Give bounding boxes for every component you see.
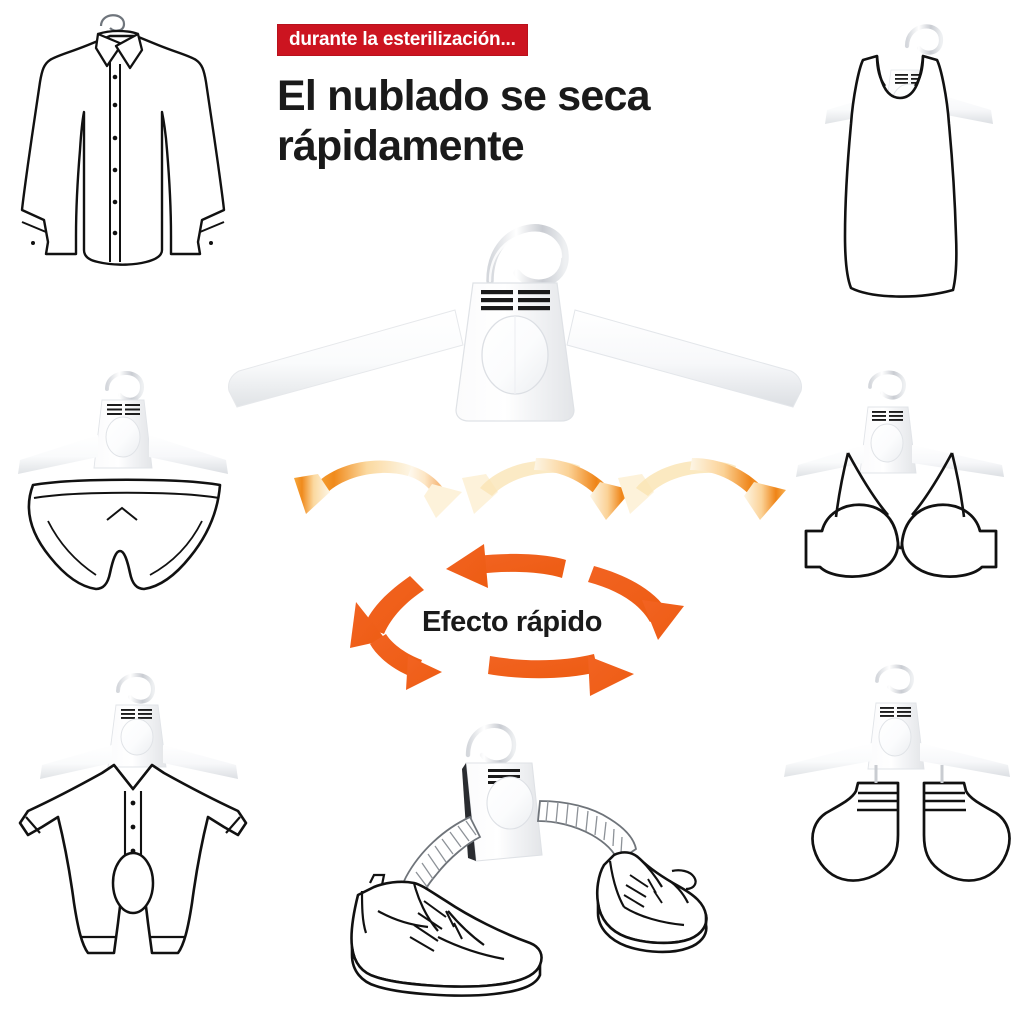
drying-hanger-device (18, 371, 228, 474)
bra-center-gore (896, 542, 904, 550)
sneaker-right-details (608, 858, 697, 927)
vent-grille (481, 290, 550, 311)
tank-dress-illustration (795, 6, 1020, 311)
hanger-arm-right (920, 743, 1010, 777)
sneaker-right (595, 851, 708, 954)
vent-grille (872, 411, 903, 421)
cycle-arrow-right (588, 566, 684, 640)
hanger-arm-left (40, 745, 112, 779)
hook-icon (875, 664, 914, 694)
vent-grille (107, 404, 140, 415)
power-button (486, 776, 534, 830)
hook-icon (486, 224, 569, 287)
tank-dress-straps (875, 55, 925, 87)
hook-icon (116, 673, 156, 704)
status-badge: durante la esterilización... (277, 24, 528, 56)
dress-shirt-illustration (6, 4, 236, 279)
airflow-arrow-2 (462, 458, 632, 520)
hook-icon (904, 24, 944, 55)
shirt-outline (20, 34, 226, 266)
sneaker-left (350, 880, 543, 997)
briefs-illustration (4, 365, 266, 600)
bra-straps (834, 452, 966, 518)
sneakers-illustration (318, 705, 718, 1005)
briefs-outline (27, 478, 222, 591)
cycle-arrow-left-lower (370, 634, 442, 690)
shirt-cuff-buttons (31, 241, 213, 245)
page-title: El nublado se seca rápidamente (277, 72, 651, 170)
shirt-buttons (112, 74, 118, 236)
cycle-arrow-top (446, 544, 566, 588)
hanger-arm-right (912, 445, 1004, 477)
sneaker-right-laces (623, 874, 663, 908)
power-button (870, 423, 904, 463)
bra-cup-right (900, 503, 998, 578)
sock-left-stripes (857, 791, 898, 812)
hanger-arm-left (18, 435, 98, 474)
cycle-arrows-group (350, 540, 710, 710)
sock-right-stripes (924, 791, 966, 812)
sock-left (811, 781, 900, 882)
sock-right (922, 781, 1011, 882)
shirt-hanger-hook-icon (99, 14, 126, 32)
power-button (120, 718, 154, 756)
romper-collar (113, 764, 153, 791)
hanger-arm-right (163, 745, 238, 779)
sneaker-left-laces (409, 900, 463, 952)
airflow-arrow-1 (294, 460, 462, 518)
hanger-arm-left (228, 309, 464, 408)
shirt-placket (109, 62, 121, 262)
socks-illustration (772, 664, 1024, 915)
sock-clips (874, 765, 944, 783)
romper-cuffs (25, 816, 241, 939)
power-button (105, 416, 141, 458)
bra-cup-left (804, 503, 900, 578)
bra-illustration (792, 365, 1024, 595)
airflow-arrows-group (272, 452, 786, 542)
hanger-arm-right (566, 309, 802, 408)
romper-diaper-panel (111, 851, 155, 915)
airflow-arrow-3 (618, 458, 786, 520)
shirt-collar (94, 29, 144, 70)
vent-grille (880, 707, 911, 717)
drying-hanger-device (796, 370, 1004, 477)
hook-icon (105, 371, 145, 402)
hanger-arm-left (784, 743, 872, 777)
briefs-leg-seams (47, 520, 203, 576)
shirt-cuffs (21, 221, 225, 233)
drying-hanger-device (784, 664, 1010, 777)
headline-block: durante la esterilización... El nublado … (277, 24, 797, 172)
baby-romper-illustration (6, 665, 296, 965)
main-product-illustration (225, 195, 805, 460)
vent-grille (121, 709, 152, 719)
hook-highlight (488, 232, 563, 283)
briefs-bow (106, 506, 138, 521)
romper-placket (123, 791, 143, 861)
cycle-arrow-left (350, 576, 424, 648)
power-button (878, 717, 912, 757)
hanger-arm-right (149, 435, 228, 474)
briefs-waistband (33, 491, 220, 500)
hose-right (537, 800, 638, 863)
drying-hanger-device (40, 673, 238, 779)
cycle-arrow-bottom (488, 654, 634, 696)
hook-icon (868, 370, 906, 400)
sneaker-left-details (360, 873, 505, 961)
hook-icon (465, 723, 517, 765)
